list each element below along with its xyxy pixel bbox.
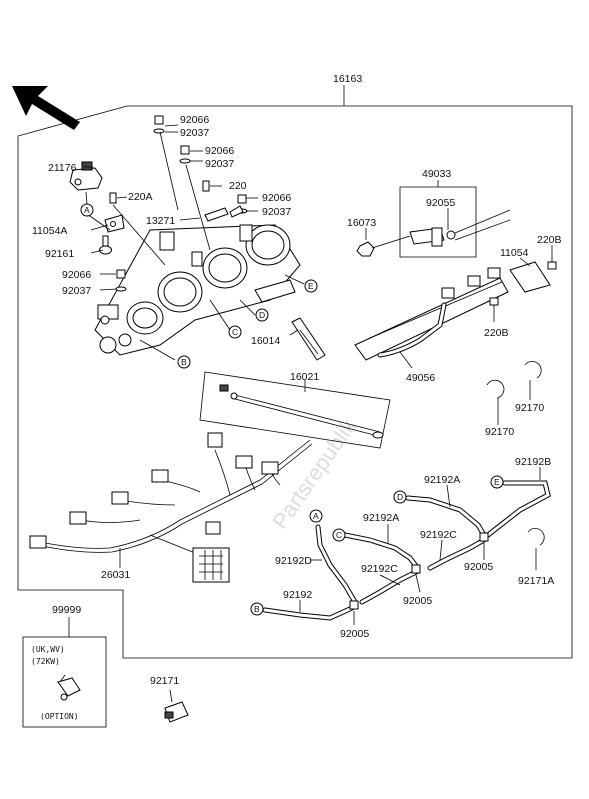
svg-text:C: C (232, 327, 238, 337)
callout-d-left: D (255, 308, 269, 322)
bolt-220b-2 (489, 297, 499, 306)
label-13271: 13271 (146, 215, 175, 227)
vacuum-hoses (262, 467, 551, 625)
cap-92066-left (116, 269, 126, 279)
svg-text:B: B (254, 604, 260, 614)
svg-text:E: E (494, 477, 500, 487)
label-92171: 92171 (150, 675, 179, 687)
clip-92171 (164, 689, 189, 723)
label-92192b: 92192B (515, 456, 551, 468)
screw-92161 (99, 235, 112, 255)
label-92161: 92161 (45, 248, 74, 260)
bracket-11054a (104, 214, 125, 233)
label-92192d: 92192D (275, 555, 312, 567)
label-220a: 220A (128, 191, 153, 203)
callout-b-left: B (177, 355, 191, 369)
cap-92066-top1 (154, 115, 164, 125)
label-220: 220 (229, 180, 247, 192)
callout-e-hose: E (490, 475, 504, 489)
callout-d-hose: D (393, 490, 407, 504)
cap-92066-top3 (237, 194, 247, 204)
svg-text:A: A (313, 511, 319, 521)
svg-text:A: A (84, 205, 90, 215)
label-92005-left: 92005 (340, 628, 369, 640)
label-16073: 16073 (347, 217, 376, 229)
label-92192a-upper: 92192A (424, 474, 460, 486)
label-92037-left: 92037 (62, 285, 91, 297)
label-92192c-right: 92192C (420, 529, 457, 541)
nut-16073 (356, 228, 375, 257)
washer-92037-top2 (179, 158, 191, 164)
label-92005-mid: 92005 (403, 595, 432, 607)
label-11054a: 11054A (32, 225, 67, 237)
label-16021: 16021 (290, 371, 319, 383)
sensor-16014 (289, 317, 326, 361)
label-92170-b: 92170 (515, 402, 544, 414)
label-16014: 16014 (251, 335, 280, 347)
option-box: (UK,WV) (72KW) (OPTION) (22, 617, 107, 728)
washer-92037-left (115, 286, 127, 292)
bolt-220a (109, 192, 117, 204)
label-92170-a: 92170 (485, 426, 514, 438)
label-92066-top3: 92066 (262, 192, 291, 204)
label-92192c-mid: 92192C (361, 563, 398, 575)
label-92037-top2: 92037 (205, 158, 234, 170)
label-220b-1: 220B (537, 234, 562, 246)
label-99999: 99999 (52, 604, 81, 616)
label-26031: 26031 (101, 569, 130, 581)
clamp-92170-a (486, 379, 505, 425)
svg-text:D: D (259, 310, 265, 320)
clamp-92170-b (524, 361, 542, 400)
callout-a-hose: A (309, 509, 323, 523)
callout-c-hose: C (332, 528, 346, 542)
assembly-outline (17, 105, 573, 659)
bracket-13271 (204, 207, 229, 222)
svg-text:E: E (308, 281, 314, 291)
label-49056: 49056 (406, 372, 435, 384)
label-92005-right: 92005 (464, 561, 493, 573)
label-92066-top2: 92066 (205, 145, 234, 157)
bolt-220b-1 (547, 261, 557, 270)
label-16163: 16163 (333, 73, 362, 85)
fuel-rail-49056 (354, 267, 509, 369)
label-220b-2: 220B (484, 327, 509, 339)
label-92066-left: 92066 (62, 269, 91, 281)
label-92192: 92192 (283, 589, 312, 601)
label-11054: 11054 (500, 247, 529, 259)
sensor-21176 (69, 161, 103, 191)
label-92055: 92055 (426, 197, 455, 209)
washer-92037-top1 (153, 128, 165, 134)
option-line3: (OPTION) (40, 712, 79, 721)
callout-b-hose: B (250, 602, 264, 616)
bracket-11054 (509, 257, 551, 293)
bolt-220 (202, 180, 210, 192)
callout-c-left: C (228, 325, 242, 339)
option-line1: (UK,WV) (31, 645, 65, 654)
option-line2: (72KW) (31, 657, 60, 666)
cap-92066-top2 (180, 145, 190, 155)
label-92171a: 92171A (518, 575, 554, 587)
label-92037-top1: 92037 (180, 127, 209, 139)
sensor-kit-16021 (199, 371, 391, 449)
label-92066-top1: 92066 (180, 114, 209, 126)
throttle-body-assembly (94, 224, 301, 356)
wiring-harness-26031 (29, 432, 313, 583)
label-21176: 21176 (48, 162, 77, 174)
front-arrow-icon (12, 86, 80, 130)
callout-e-left: E (304, 279, 318, 293)
svg-text:D: D (397, 492, 403, 502)
injector-kit-49033 (399, 180, 477, 258)
svg-text:B: B (181, 357, 187, 367)
label-92037-top3: 92037 (262, 206, 291, 218)
svg-text:C: C (336, 530, 342, 540)
label-92192a-mid: 92192A (363, 512, 399, 524)
label-49033: 49033 (422, 168, 451, 180)
callout-a-left: A (80, 203, 94, 217)
